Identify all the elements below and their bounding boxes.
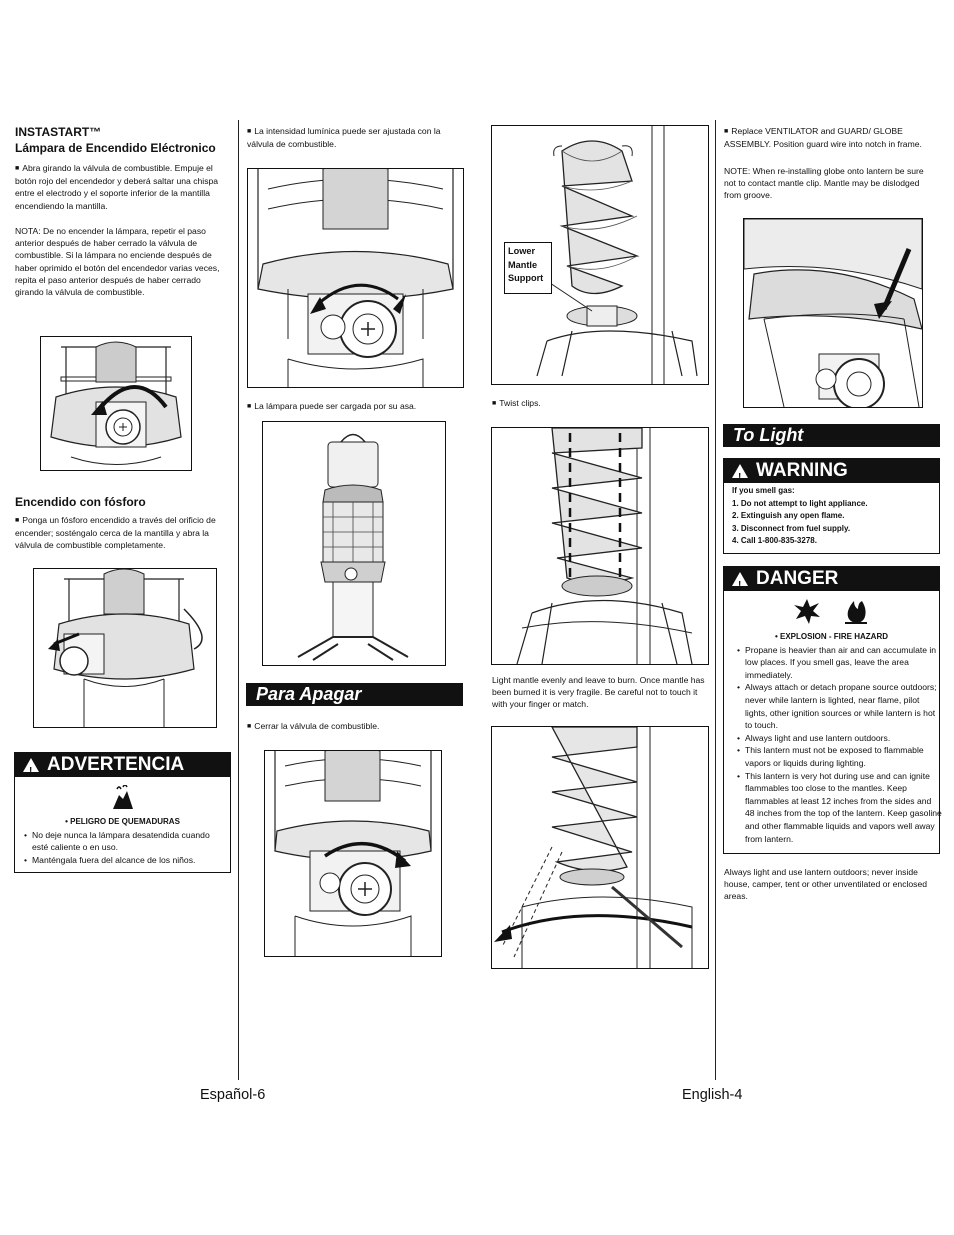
explosion-icon <box>794 599 821 624</box>
page-number-right: English-4 <box>682 1087 743 1103</box>
warning-line: 4. Call 1-800-835-3278. <box>732 536 817 546</box>
bullet-square-icon <box>724 126 731 136</box>
list-item: Propane is heavier than air and can accu… <box>737 644 943 682</box>
figure-lighting-mantle-match <box>491 726 709 969</box>
figure-lantern-match-lighting <box>33 568 217 728</box>
list-item: Manténgala fuera del alcance de los niño… <box>24 854 227 867</box>
intensity-paragraph: La intensidad lumínica puede ser ajustad… <box>247 125 462 150</box>
twist-clips-text: Twist clips. <box>499 398 541 408</box>
list-item: Always light and use lantern outdoors. <box>737 732 943 745</box>
lower-mantle-support-label: Lower Mantle Support <box>504 242 552 294</box>
burn-mantle-caption: Light mantle evenly and leave to burn. O… <box>492 675 705 710</box>
list-item: Always attach or detach propane source o… <box>737 681 943 731</box>
advertencia-header: ! ADVERTENCIA <box>15 753 230 777</box>
warning-line: 3. Disconnect from fuel supply. <box>732 523 851 533</box>
intensity-text: La intensidad lumínica puede ser ajustad… <box>247 126 441 150</box>
fosforo-title: Encendido con fósforo <box>15 495 146 509</box>
figure-lantern-full <box>262 421 446 666</box>
advertencia-title: ADVERTENCIA <box>47 754 185 775</box>
danger-icons <box>724 597 939 631</box>
warning-title: WARNING <box>756 460 848 481</box>
danger-list: Propane is heavier than air and can accu… <box>736 644 943 846</box>
warning-triangle-icon: ! <box>732 464 748 483</box>
bullet-square-icon <box>15 163 22 173</box>
burn-hazard-icon <box>15 784 230 816</box>
apagar-text: Cerrar la válvula de combustible. <box>254 721 380 731</box>
instastart-paragraph: Abra girando la válvula de combustible. … <box>15 162 229 212</box>
fosforo-paragraph: Ponga un fósforo encendido a través del … <box>15 514 229 552</box>
outdoors-paragraph: Always light and use lantern outdoors; n… <box>724 867 928 902</box>
bullet-square-icon <box>247 401 254 411</box>
list-item: This lantern must not be exposed to flam… <box>737 744 943 769</box>
replace-ventilator-text: Replace VENTILATOR and GUARD/ GLOBE ASSE… <box>724 126 922 150</box>
warning-line: If you smell gas: <box>732 486 795 495</box>
advertencia-hazard: • PELIGRO DE QUEMADURAS <box>65 817 180 826</box>
bullet-square-icon <box>247 721 254 731</box>
danger-hazard: • EXPLOSION - FIRE HAZARD <box>774 632 889 641</box>
instastart-note: NOTA: De no encender la lámpara, repetir… <box>15 226 220 298</box>
instastart-title: INSTASTART™ <box>15 125 102 139</box>
bullet-square-icon <box>15 515 22 525</box>
apagar-paragraph: Cerrar la válvula de combustible. <box>247 720 462 733</box>
warning-lines: If you smell gas: 1. Do not attempt to l… <box>724 483 939 548</box>
warning-header: ! WARNING <box>724 459 939 483</box>
danger-box: ! DANGER • EXPLOSION - FIRE HAZARD Propa… <box>723 566 943 854</box>
warning-line: 1. Do not attempt to light appliance. <box>732 498 868 508</box>
figure-lantern-adjust-valve <box>247 168 464 388</box>
carry-caption: La lámpara puede ser cargada por su asa. <box>247 400 462 413</box>
danger-header: ! DANGER <box>724 567 939 591</box>
fire-icon <box>844 601 867 624</box>
bullet-square-icon <box>247 126 254 136</box>
warning-line: 2. Extinguish any open flame. <box>732 511 845 521</box>
instastart-subtitle: Lámpara de Encendido Eléctronico <box>15 141 216 155</box>
to-light-header: To Light <box>723 424 940 447</box>
bullet-square-icon <box>492 398 499 408</box>
twist-clips-caption: Twist clips. <box>492 397 707 410</box>
page-number-left: Español-6 <box>200 1087 266 1103</box>
instastart-text: Abra girando la válvula de combustible. … <box>15 163 219 211</box>
list-item: No deje nunca la lámpara desatendida cua… <box>24 829 227 854</box>
figure-replace-globe <box>743 218 923 408</box>
warning-triangle-icon: ! <box>732 572 748 591</box>
para-apagar-header: Para Apagar <box>246 683 463 706</box>
figure-lantern-valve-open <box>40 336 192 471</box>
figure-mantle-on-lantern <box>491 427 709 665</box>
column-divider <box>238 120 239 1080</box>
list-item: This lantern is very hot during use and … <box>737 770 943 846</box>
replace-ventilator-paragraph: Replace VENTILATOR and GUARD/ GLOBE ASSE… <box>724 125 936 150</box>
reinstall-note: NOTE: When re-installing globe onto lant… <box>724 166 924 201</box>
warning-triangle-icon: ! <box>23 758 39 777</box>
carry-caption-text: La lámpara puede ser cargada por su asa. <box>254 401 417 411</box>
danger-title: DANGER <box>756 568 839 589</box>
figure-lantern-close-valve <box>264 750 442 957</box>
column-divider <box>715 120 716 1080</box>
advertencia-list: No deje nunca la lámpara desatendida cua… <box>23 829 227 867</box>
fosforo-text: Ponga un fósforo encendido a través del … <box>15 515 216 551</box>
advertencia-box: ! ADVERTENCIA • PELIGRO DE QUEMADURAS No… <box>14 752 231 873</box>
warning-box: ! WARNING If you smell gas: 1. Do not at… <box>723 458 940 554</box>
